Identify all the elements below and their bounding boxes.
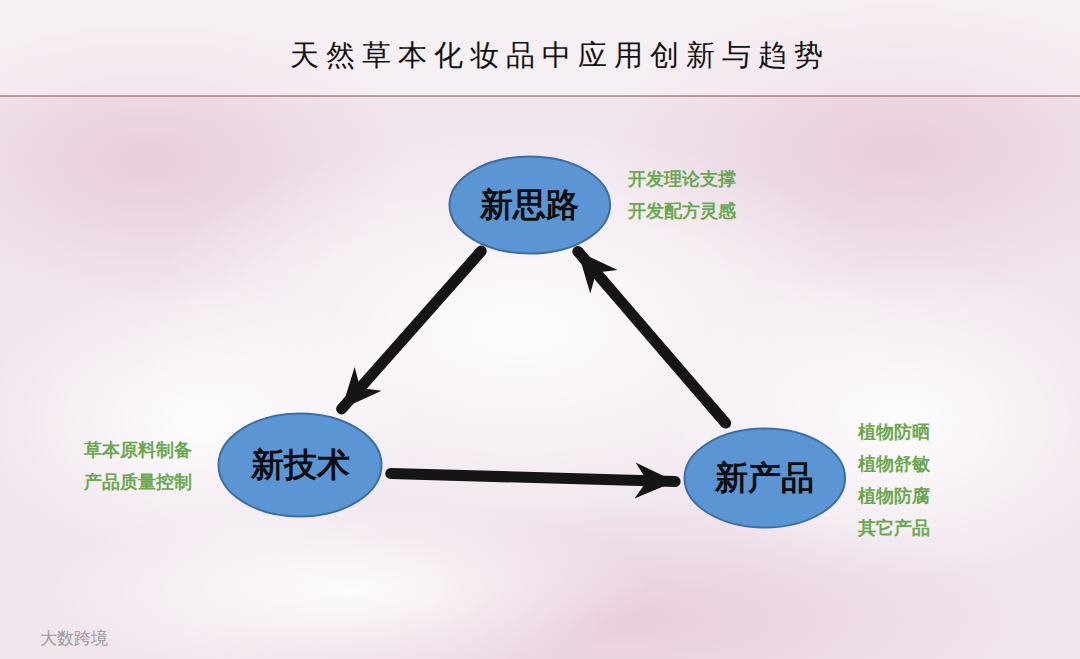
feature-label: 开发理论支撑 — [628, 168, 736, 190]
ellipse-node: 新思路 — [448, 155, 612, 255]
brush-arrow — [342, 251, 482, 409]
ellipse-fill — [685, 429, 846, 528]
title-rule — [0, 95, 1080, 96]
feature-label: 其它产品 — [858, 517, 930, 539]
feature-label: 植物防晒 — [858, 421, 930, 443]
feature-label: 植物防腐 — [858, 485, 930, 507]
feature-label: 产品质量控制 — [84, 471, 192, 493]
node-label: 新产品 — [715, 456, 814, 501]
brush-arrow — [391, 474, 675, 482]
ellipse-fill — [219, 414, 382, 517]
node-label: 新思路 — [480, 183, 579, 228]
node-label: 新技术 — [251, 443, 350, 488]
ellipse-fill — [450, 157, 611, 254]
brush-arrow — [578, 251, 726, 423]
ellipse-node: 新技术 — [217, 412, 383, 518]
watermark: 大数跨境 — [40, 628, 108, 648]
diagram-title: 天然草本化妆品中应用创新与趋势 — [290, 36, 830, 76]
feature-label: 开发配方灵感 — [628, 200, 736, 222]
feature-label: 植物舒敏 — [858, 453, 930, 475]
ellipse-node: 新产品 — [683, 427, 847, 529]
feature-label: 草本原料制备 — [84, 439, 192, 461]
